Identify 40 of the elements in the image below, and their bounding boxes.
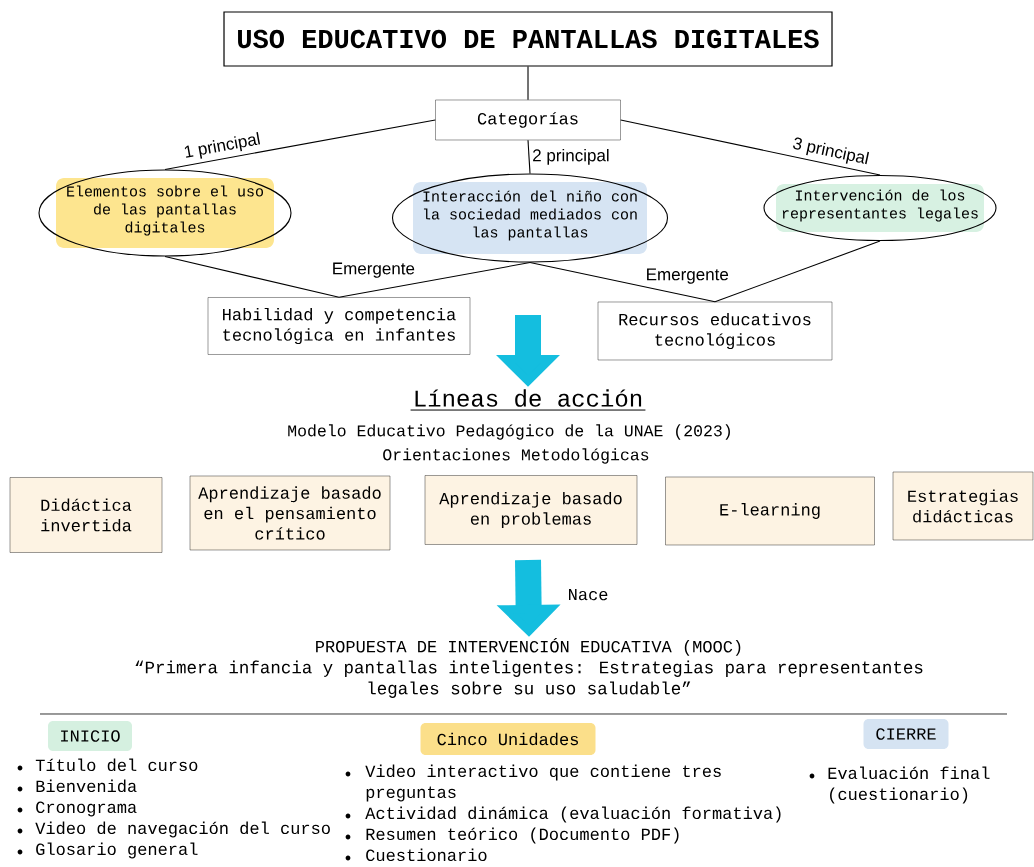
proposal-text: PROPUESTA DE INTERVENCIÓN EDUCATIVA (MOOC) “Primera infancia y pantallas inteligentes: Estrategias para representantes legales sobre su uso saludable” xyxy=(135,638,923,698)
strategy-box: Estrategias didácticas xyxy=(892,471,1034,541)
connector-line xyxy=(529,262,716,303)
bullet-item: Cuestionario xyxy=(345,848,487,862)
title-box: USO EDUCATIVO DE PANTALLAS DIGITALES xyxy=(223,11,833,67)
strategy-box: Aprendizaje basado en problemas xyxy=(424,475,638,545)
bullet-item: Cronograma xyxy=(17,801,137,817)
edge-label: Emergente xyxy=(330,261,416,279)
section-tag: Cinco Unidades xyxy=(420,723,596,755)
edge-label: Nace xyxy=(566,587,610,602)
bullet-item: Evaluación final (cuestionario) xyxy=(809,766,990,804)
emergent-box: Recursos educativos tecnológicos xyxy=(597,301,833,361)
connector-line xyxy=(164,256,340,298)
strategy-box: Aprendizaje basado en el pensamiento crítico xyxy=(189,475,391,551)
edge-label: 1 principal xyxy=(181,130,263,163)
connector-line xyxy=(527,139,531,174)
bullet-item: Actividad dinámica (evaluación formativa) xyxy=(345,806,781,823)
bullet-item: Video interactivo que contiene tres preguntas xyxy=(345,764,721,802)
section-tag: CIERRE xyxy=(863,719,949,749)
section-heading: Líneas de acción xyxy=(410,389,646,411)
subheading-text: Modelo Educativo Pedagógico de la UNAE (2023) xyxy=(288,424,730,440)
strategy-box: Didáctica invertida xyxy=(9,477,163,553)
edge-label: Emergente xyxy=(644,267,730,285)
connector-line xyxy=(338,262,531,298)
connector-line xyxy=(714,240,881,303)
subheading-text: Orientaciones Metodológicas xyxy=(383,448,649,464)
emergent-box: Habilidad y competencia tecnológica en infantes xyxy=(207,297,471,355)
bullet-item: Video de navegación del curso xyxy=(17,821,330,838)
bullet-item: Glosario general xyxy=(17,842,198,859)
section-tag: INICIO xyxy=(48,721,132,751)
edge-label: 2 principal xyxy=(531,147,611,166)
bullet-item: Bienvenida xyxy=(17,779,137,793)
category-box: Categorías xyxy=(435,99,621,141)
edge-label: 3 principal xyxy=(789,135,872,170)
strategy-box: E-learning xyxy=(665,476,875,546)
connector-line xyxy=(164,119,436,170)
connector-line xyxy=(527,66,529,101)
bullet-item: Resumen teórico (Documento PDF) xyxy=(345,827,679,844)
connector-line xyxy=(620,119,881,176)
bullet-item: Título del curso xyxy=(17,758,198,772)
